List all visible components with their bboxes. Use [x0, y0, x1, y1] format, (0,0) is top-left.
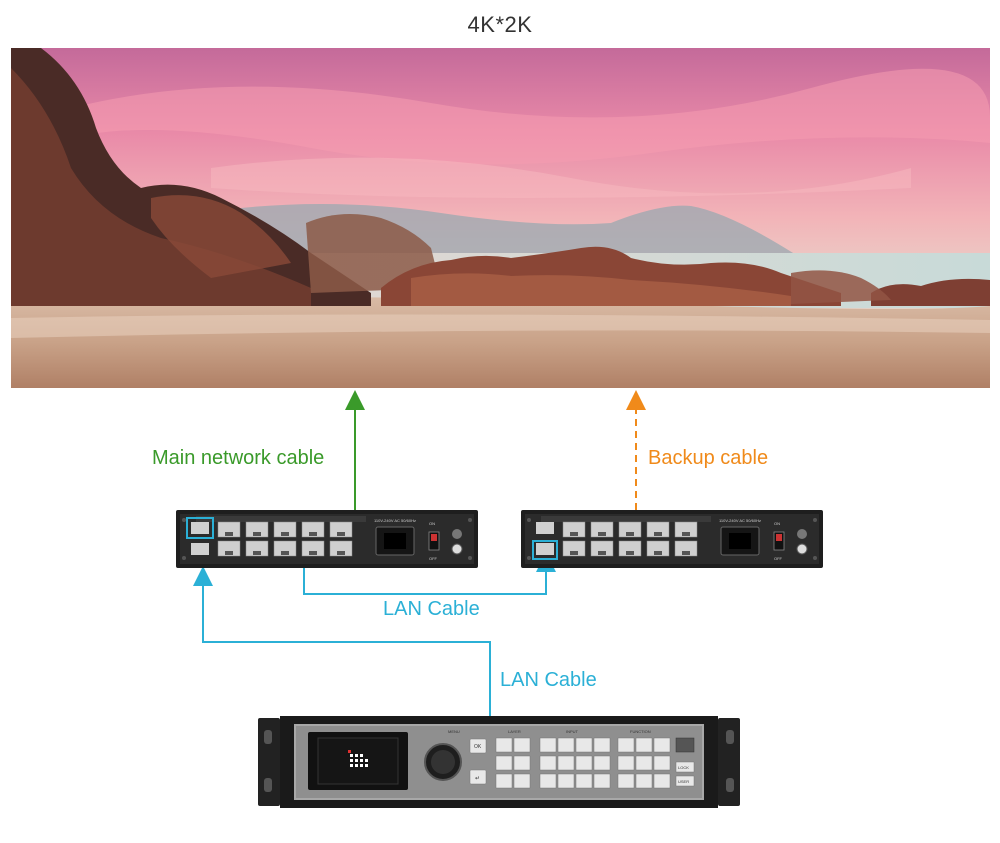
fiber-port-highlight — [532, 540, 558, 560]
fiber-port-highlight — [186, 517, 214, 539]
lan-cable-label: LAN Cable — [500, 669, 597, 691]
svg-text:USER: USER — [678, 779, 689, 784]
svg-text:LOCK: LOCK — [678, 765, 689, 770]
receiver-card-main: 110V-240V AC 50/60Hz ON OFF — [176, 510, 478, 568]
receiver-card-backup: 110V-240V AC 50/60Hz ON OFF — [521, 510, 823, 568]
lan-cable-label: LAN Cable — [383, 598, 480, 620]
svg-text:MENU: MENU — [448, 729, 460, 734]
power-rating-text: 110V-240V AC 50/60Hz — [374, 518, 416, 523]
svg-text:OFF: OFF — [429, 556, 438, 561]
svg-text:OK: OK — [474, 744, 482, 750]
diagram-title: 4K*2K — [467, 12, 533, 37]
svg-text:LAYER: LAYER — [508, 729, 521, 734]
svg-text:FUNCTION: FUNCTION — [630, 729, 651, 734]
lan-cable-2-line — [193, 566, 491, 718]
svg-text:ON: ON — [429, 521, 435, 526]
svg-text:INPUT: INPUT — [566, 729, 579, 734]
led-screen-photo — [11, 48, 990, 388]
video-controller: MENU OK ↵ LAYER INPUT FUNCTION LOCK USER — [258, 716, 740, 808]
svg-text:OFF: OFF — [774, 556, 783, 561]
main-cable-label: Main network cable — [152, 447, 325, 469]
power-rating-text: 110V-240V AC 50/60Hz — [719, 518, 761, 523]
backup-cable-label: Backup cable — [648, 447, 769, 469]
lan-cable-1-line — [303, 552, 556, 595]
svg-text:ON: ON — [774, 521, 780, 526]
svg-text:↵: ↵ — [475, 776, 480, 782]
